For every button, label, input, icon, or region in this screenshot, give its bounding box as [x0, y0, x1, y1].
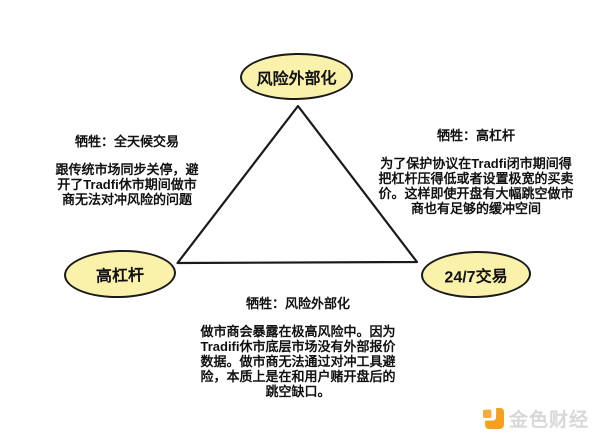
watermark: 金色财经 [483, 405, 589, 432]
annotation-bottom: 牺牲：风险外部化 做市商会暴露在极高风险中。因为Tradifi休市底层市场没有外… [197, 296, 399, 399]
annotation-bottom-title: 牺牲：风险外部化 [245, 296, 350, 311]
jinse-finance-logo-icon [483, 408, 504, 429]
node-247-trading-label: 24/7交易 [444, 267, 508, 287]
annotation-right-body: 为了保护协议在Tradfi闭市期间得把杠杆压得低或者设置极宽的买卖价。这样即使开… [378, 156, 574, 217]
annotation-left-body: 跟传统市场同步关停，避开了Tradfi休市期间做市商无法对冲风险的问题 [55, 162, 199, 208]
watermark-brand-text: 金色财经 [509, 410, 590, 431]
annotation-right: 牺牲：高杠杆 为了保护协议在Tradfi闭市期间得把杠杆压得低或者设置极宽的买卖… [378, 128, 574, 216]
node-risk-externalization-label: 风险外部化 [256, 69, 337, 89]
node-high-leverage-label: 高杠杆 [95, 267, 145, 286]
annotation-left: 牺牲：全天候交易 跟传统市场同步关停，避开了Tradfi休市期间做市商无法对冲风… [51, 134, 203, 207]
triangle-path [176, 104, 419, 265]
annotation-bottom-body: 做市商会暴露在极高风险中。因为Tradifi休市底层市场没有外部报价数据。做市商… [200, 324, 396, 400]
annotation-right-title: 牺牲：高杠杆 [436, 128, 515, 143]
annotation-left-title: 牺牲：全天候交易 [74, 134, 179, 149]
